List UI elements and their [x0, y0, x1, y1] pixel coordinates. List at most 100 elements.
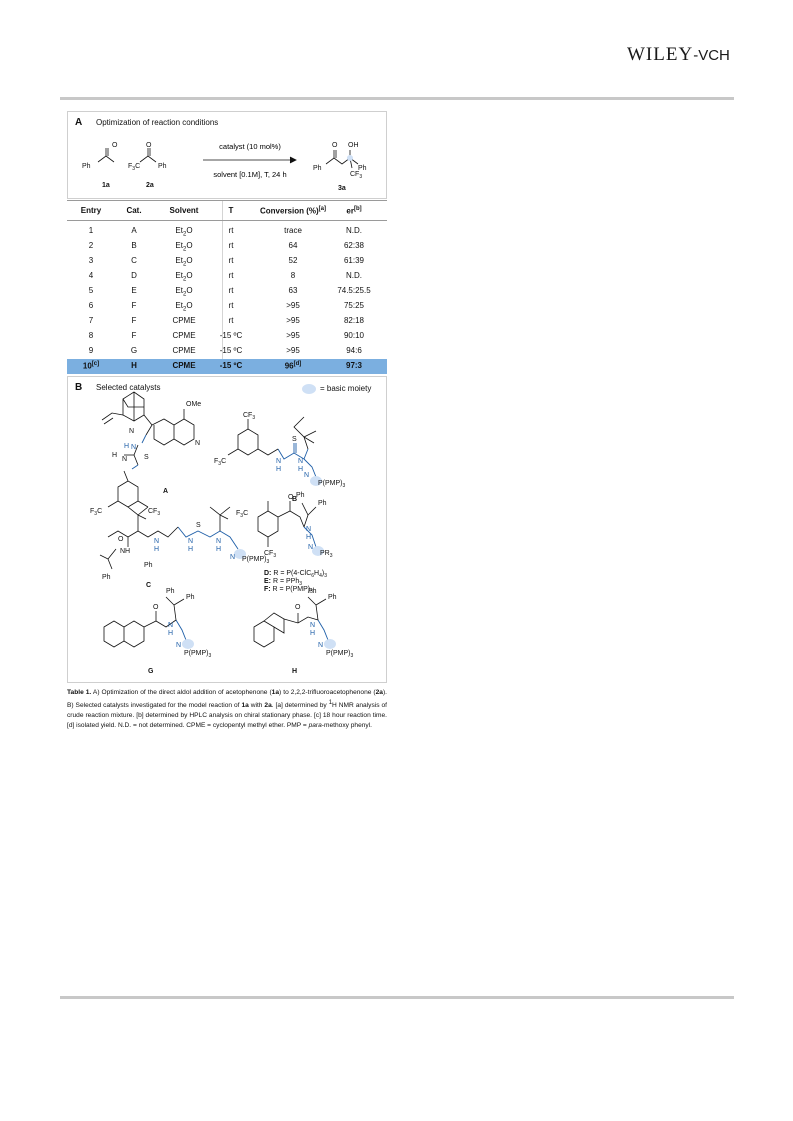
svg-text:CF3: CF3 — [243, 412, 255, 421]
cell-cat: D — [131, 271, 137, 280]
h-ph-left: Ph — [308, 588, 317, 595]
b-ppmp: P(PMP) — [318, 480, 343, 487]
cell-cat: B — [131, 241, 137, 250]
cell-solvent: CPME — [172, 346, 196, 355]
svg-text:PR3: PR3 — [320, 550, 333, 559]
c-n3: N — [216, 538, 221, 545]
3a-cf3: CF — [350, 171, 359, 178]
3a-phenyl-left: Ph — [313, 165, 322, 172]
cell-er: 90:10 — [343, 331, 365, 340]
svg-text:P(PMP)3: P(PMP)3 — [242, 556, 270, 565]
cat-label-h: H — [292, 668, 297, 675]
def-ph-left: Ph — [296, 492, 305, 499]
cell-temperature: rt — [228, 286, 234, 295]
publisher-logo: WILEY-VCH — [627, 44, 730, 66]
b-sulfur: S — [292, 436, 297, 443]
b-imine-n: N — [304, 472, 309, 479]
h-h: H — [310, 630, 315, 637]
table-column-divider — [222, 200, 223, 373]
b-n2: N — [298, 458, 303, 465]
bottom-rule — [60, 996, 734, 999]
cell-conversion: 8 — [290, 271, 296, 280]
panel-b-letter: B — [75, 382, 83, 393]
a-nh-h: H — [124, 443, 129, 450]
2a-oxygen: O — [146, 142, 152, 149]
cell-cat: C — [131, 256, 137, 265]
c-ppmp: P(PMP) — [242, 556, 267, 563]
c-n1: N — [154, 538, 159, 545]
1a-oxygen: O — [112, 142, 118, 149]
panel-a-title: Optimization of reaction conditions — [96, 118, 219, 127]
svg-text:CF3: CF3 — [264, 550, 276, 559]
c-imine-n: N — [230, 554, 235, 561]
cell-er: N.D. — [346, 226, 362, 235]
cell-entry: 9 — [88, 346, 94, 355]
g-imine-n: N — [176, 642, 181, 649]
panel-a-letter: A — [75, 117, 83, 128]
3a-hydroxyl: OH — [348, 142, 359, 149]
cell-er: 61:39 — [343, 256, 365, 265]
svg-text:E: R = PPh3: E: R = PPh3 — [264, 578, 302, 587]
c-h1: H — [154, 546, 159, 553]
cell-temperature: rt — [228, 226, 234, 235]
a-nh2-n: N — [122, 456, 127, 463]
cell-cat: A — [131, 226, 137, 235]
arrow-conditions-top: catalyst (10 mol%) — [219, 142, 281, 151]
cell-cat: F — [131, 301, 137, 310]
highlight-er: 97:3 — [345, 361, 363, 370]
def-f3c-f: F — [236, 510, 240, 517]
cell-er: 94:6 — [346, 346, 362, 355]
def-imine-n: N — [308, 544, 313, 551]
table-caption: Table 1. A) Optimization of the direct a… — [67, 689, 387, 730]
header-conversion: Conversion (%)[a] — [259, 206, 327, 216]
1a-phenyl: Ph — [82, 163, 91, 170]
arrow-conditions-bottom: solvent [0.1M], T, 24 h — [213, 170, 286, 179]
cell-cat: E — [131, 286, 137, 295]
label-2a: 2a — [146, 182, 154, 189]
svg-text:P(PMP)3: P(PMP)3 — [318, 480, 346, 489]
label-3a: 3a — [338, 185, 346, 192]
cell-conversion: >95 — [286, 301, 300, 310]
c-h3: H — [216, 546, 221, 553]
reaction-scheme: O Ph O F3C Ph 1a 2a O OH Ph Ph CF3 3a ca… — [82, 142, 367, 192]
table-header-row: Entry Cat. Solvent T Conversion (%)[a] e… — [67, 204, 387, 219]
b-h1: H — [276, 466, 281, 473]
cell-entry: 2 — [88, 241, 94, 250]
h-ph-right: Ph — [328, 594, 337, 601]
cell-temperature: rt — [228, 256, 234, 265]
cell-solvent: Et2O — [175, 241, 193, 253]
a-quinuclidine-n: N — [129, 428, 134, 435]
g-ph-right: Ph — [186, 594, 195, 601]
cell-conversion: 52 — [288, 256, 298, 265]
svg-text:CF3: CF3 — [350, 171, 362, 180]
def-ph-right: Ph — [318, 500, 327, 507]
cell-solvent: Et2O — [175, 271, 193, 283]
highlight-solvent: CPME — [172, 361, 196, 370]
c-ph-bottom: Ph — [102, 574, 111, 581]
cell-conversion: 63 — [288, 286, 298, 295]
a-cf3-right: CF — [148, 508, 157, 515]
panel-b: B Selected catalysts = basic moiety — [67, 376, 387, 683]
cell-entry: 4 — [88, 271, 94, 280]
a-sulfur: S — [144, 454, 149, 461]
cell-entry: 1 — [88, 226, 94, 235]
c-ph-top: Ph — [144, 562, 153, 569]
b-f3c-f: F — [214, 458, 218, 465]
cell-entry: 7 — [88, 316, 94, 325]
cell-cat: F — [131, 331, 137, 340]
highlight-entry: 10[c] — [82, 361, 100, 371]
caption-label: Table 1. — [67, 689, 92, 696]
def-n: N — [306, 526, 311, 533]
basic-moiety-swatch — [302, 384, 316, 394]
cell-entry: 6 — [88, 301, 94, 310]
svg-text:F3C: F3C — [90, 508, 102, 517]
def-cf3: CF — [264, 550, 273, 557]
svg-text:D: R = P(4-ClC6H4)3: D: R = P(4-ClC6H4)3 — [264, 570, 327, 579]
b-h2: H — [298, 466, 303, 473]
c-h2: H — [188, 546, 193, 553]
h-ppmp: P(PMP) — [326, 650, 351, 657]
